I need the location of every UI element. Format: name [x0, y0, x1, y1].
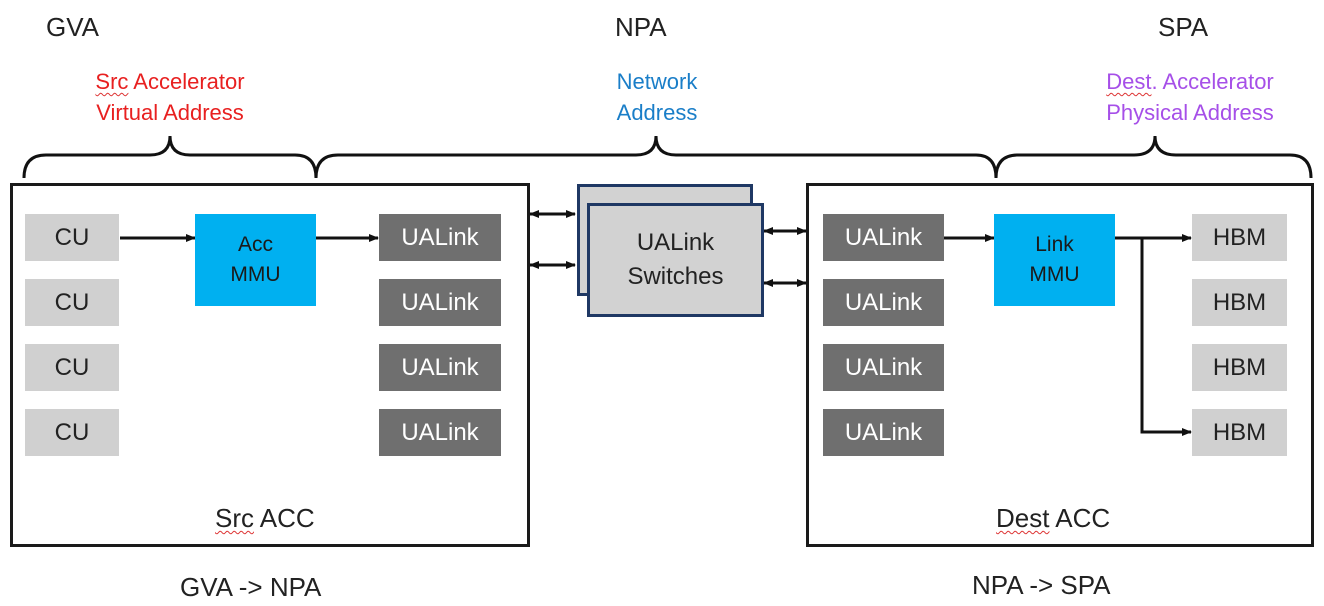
hbm-4: HBM [1192, 409, 1287, 456]
brace-npa [314, 135, 998, 179]
dest-ualink-1: UALink [823, 214, 944, 261]
src-ualink-1: UALink [379, 214, 501, 261]
hbm-1: HBM [1192, 214, 1287, 261]
subtitle-network-address: Network Address [577, 66, 737, 128]
src-acc-label-rest: ACC [254, 503, 315, 533]
src-acc-box [10, 183, 530, 547]
subtitle-src-line2: Virtual Address [96, 100, 244, 125]
dest-acc-label-prefix: Dest [996, 503, 1050, 533]
subtitle-src-word: Src [95, 69, 129, 94]
dest-acc-label: Dest ACC [996, 503, 1110, 534]
src-ualink-2: UALink [379, 279, 501, 326]
arrow-linkmmu-to-hbm4 [1140, 238, 1192, 436]
header-gva: GVA [46, 12, 99, 42]
link-mmu-line1: Link [1035, 233, 1074, 256]
header-npa: NPA [615, 12, 667, 42]
subtitle-src-virtual-address: Src Accelerator Virtual Address [60, 66, 280, 128]
src-ualink-3: UALink [379, 344, 501, 391]
switch-line1: UALink [636, 229, 715, 256]
dest-ualink-4: UALink [823, 409, 944, 456]
footer-npa-spa: NPA -> SPA [972, 570, 1111, 600]
dest-ualink-3: UALink [823, 344, 944, 391]
header-spa: SPA [1158, 12, 1209, 42]
src-cu-1: CU [25, 214, 119, 261]
hbm-3: HBM [1192, 344, 1287, 391]
subtitle-src-line1-rest: Accelerator [128, 69, 245, 94]
acc-mmu-line1: Acc [237, 233, 273, 256]
subtitle-network-line2: Address [616, 100, 698, 125]
src-acc-label-prefix: Src [215, 503, 254, 533]
src-cu-4: CU [25, 409, 119, 456]
subtitle-dest-word: Dest [1106, 69, 1152, 94]
brace-gva [22, 135, 318, 179]
subtitle-dest-line2: Physical Address [1106, 100, 1274, 125]
src-cu-2: CU [25, 279, 119, 326]
footer-gva-npa: GVA -> NPA [180, 572, 322, 602]
acc-mmu: Acc MMU [195, 214, 316, 306]
acc-mmu-line2: MMU [230, 263, 281, 286]
link-mmu-line2: MMU [1029, 263, 1080, 286]
switch-line2: Switches [627, 263, 724, 290]
subtitle-dest-physical-address: Dest. Accelerator Physical Address [1080, 66, 1300, 128]
subtitle-dest-line1-rest: . Accelerator [1151, 69, 1274, 94]
hbm-2: HBM [1192, 279, 1287, 326]
dest-ualink-2: UALink [823, 279, 944, 326]
src-acc-label: Src ACC [215, 503, 315, 534]
src-ualink-4: UALink [379, 409, 501, 456]
dest-acc-box [806, 183, 1314, 547]
brace-spa [994, 135, 1313, 179]
ualink-switches: UALink Switches [587, 203, 764, 317]
dest-acc-label-rest: ACC [1049, 503, 1111, 533]
subtitle-network-line1: Network [616, 69, 698, 94]
link-mmu: Link MMU [994, 214, 1115, 306]
src-cu-3: CU [25, 344, 119, 391]
